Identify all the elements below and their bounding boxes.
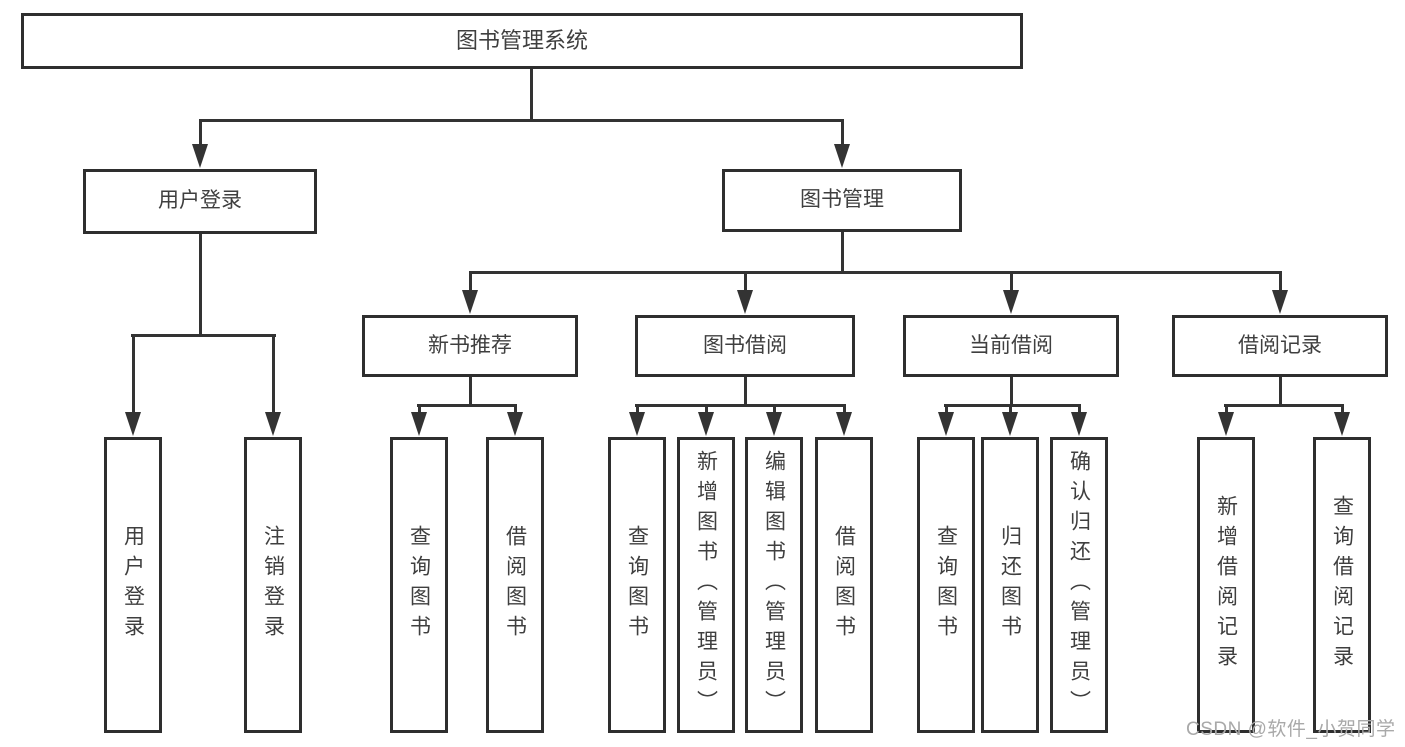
- leaf-user-login: 用户登录: [104, 437, 162, 733]
- arrowhead-down-icon: [411, 412, 427, 436]
- connector-book-borrow-arrow-shaft-2: [773, 406, 776, 416]
- leaf-query-borrow-record-label: 查询借阅记录: [1330, 495, 1354, 675]
- arrowhead-down-icon: [1002, 412, 1018, 436]
- leaf-query-books-current: 查询图书: [917, 437, 975, 733]
- arrowhead-down-icon: [766, 412, 782, 436]
- arrowhead-down-icon: [938, 412, 954, 436]
- arrowhead-down-icon: [1218, 412, 1234, 436]
- node-book-borrow-label: 图书借阅: [703, 333, 787, 357]
- leaf-query-borrow-record: 查询借阅记录: [1313, 437, 1371, 733]
- leaf-add-borrow-record: 新增借阅记录: [1197, 437, 1255, 733]
- connector-root-arrow-shaft-0: [199, 122, 202, 148]
- arrowhead-down-icon: [1071, 412, 1087, 436]
- leaf-edit-books-admin-label: 编辑图书（管理员）: [762, 450, 786, 720]
- leaf-borrow-books: 借阅图书: [815, 437, 873, 733]
- connector-root-drop: [530, 69, 533, 121]
- connector-current-borrow-arrow-shaft-1: [1009, 406, 1012, 416]
- connector-book-management-arrow-shaft-2: [1010, 274, 1013, 294]
- arrowhead-down-icon: [265, 412, 281, 436]
- connector-user-login-arrow-shaft-1: [272, 337, 275, 416]
- connector-book-borrow-bar: [635, 404, 846, 407]
- leaf-query-books-recommend-label: 查询图书: [407, 525, 431, 645]
- connector-book-management-bar: [469, 271, 1282, 274]
- connector-book-borrow-drop: [744, 377, 747, 406]
- node-borrow-records: 借阅记录: [1172, 315, 1388, 377]
- connector-borrow-records-drop: [1279, 377, 1282, 406]
- csdn-watermark: CSDN @软件_小贺同学: [1186, 719, 1396, 740]
- leaf-return-books: 归还图书: [981, 437, 1039, 733]
- node-book-borrow: 图书借阅: [635, 315, 855, 377]
- connector-book-management-arrow-shaft-3: [1279, 274, 1282, 294]
- leaf-query-books-borrow: 查询图书: [608, 437, 666, 733]
- node-current-borrow: 当前借阅: [903, 315, 1119, 377]
- connector-current-borrow-arrow-shaft-0: [945, 406, 948, 416]
- node-borrow-records-label: 借阅记录: [1238, 333, 1322, 357]
- node-current-borrow-label: 当前借阅: [969, 333, 1053, 357]
- connector-new-book-recommend-drop: [469, 377, 472, 406]
- connector-current-borrow-arrow-shaft-2: [1078, 406, 1081, 416]
- connector-book-borrow-arrow-shaft-1: [705, 406, 708, 416]
- leaf-query-books-recommend: 查询图书: [390, 437, 448, 733]
- node-library-system-root: 图书管理系统: [21, 13, 1023, 69]
- arrowhead-down-icon: [462, 290, 478, 314]
- arrowhead-down-icon: [698, 412, 714, 436]
- node-library-system-root-label: 图书管理系统: [455, 28, 588, 54]
- connector-user-login-drop: [199, 234, 202, 336]
- connector-current-borrow-bar: [944, 404, 1081, 407]
- node-new-book-recommend: 新书推荐: [362, 315, 578, 377]
- connector-book-borrow-arrow-shaft-0: [636, 406, 639, 416]
- connector-book-management-drop: [841, 232, 844, 274]
- node-user-login: 用户登录: [83, 169, 317, 234]
- leaf-edit-books-admin: 编辑图书（管理员）: [745, 437, 803, 733]
- leaf-add-books-admin: 新增图书（管理员）: [677, 437, 735, 733]
- connector-user-login-arrow-shaft-0: [132, 337, 135, 416]
- leaf-add-books-admin-label: 新增图书（管理员）: [694, 450, 718, 720]
- leaf-borrow-books-recommend-label: 借阅图书: [503, 525, 527, 645]
- arrowhead-down-icon: [836, 412, 852, 436]
- connector-borrow-records-arrow-shaft-0: [1225, 406, 1228, 416]
- connector-current-borrow-drop: [1010, 377, 1013, 406]
- node-user-login-label: 用户登录: [158, 189, 242, 213]
- leaf-user-login-label: 用户登录: [121, 525, 145, 645]
- leaf-logout: 注销登录: [244, 437, 302, 733]
- leaf-add-borrow-record-label: 新增借阅记录: [1214, 495, 1238, 675]
- connector-root-bar: [199, 119, 844, 122]
- leaf-query-books-current-label: 查询图书: [934, 525, 958, 645]
- leaf-confirm-return-admin: 确认归还（管理员）: [1050, 437, 1108, 733]
- connector-book-management-arrow-shaft-1: [744, 274, 747, 294]
- leaf-query-books-borrow-label: 查询图书: [625, 525, 649, 645]
- connector-new-book-recommend-arrow-shaft-0: [418, 406, 421, 416]
- connector-borrow-records-bar: [1224, 404, 1344, 407]
- leaf-return-books-label: 归还图书: [998, 525, 1022, 645]
- node-new-book-recommend-label: 新书推荐: [428, 333, 512, 357]
- arrowhead-down-icon: [834, 144, 850, 168]
- connector-borrow-records-arrow-shaft-1: [1341, 406, 1344, 416]
- arrowhead-down-icon: [125, 412, 141, 436]
- arrowhead-down-icon: [1003, 290, 1019, 314]
- leaf-confirm-return-admin-label: 确认归还（管理员）: [1067, 450, 1091, 720]
- connector-root-arrow-shaft-1: [841, 122, 844, 148]
- arrowhead-down-icon: [1272, 290, 1288, 314]
- leaf-logout-label: 注销登录: [261, 525, 285, 645]
- connector-new-book-recommend-arrow-shaft-1: [514, 406, 517, 416]
- arrowhead-down-icon: [1334, 412, 1350, 436]
- connector-user-login-bar: [131, 334, 276, 337]
- arrowhead-down-icon: [192, 144, 208, 168]
- arrowhead-down-icon: [507, 412, 523, 436]
- connector-book-management-arrow-shaft-0: [469, 274, 472, 294]
- node-book-management: 图书管理: [722, 169, 962, 232]
- arrowhead-down-icon: [737, 290, 753, 314]
- connector-new-book-recommend-bar: [417, 404, 517, 407]
- leaf-borrow-books-recommend: 借阅图书: [486, 437, 544, 733]
- arrowhead-down-icon: [629, 412, 645, 436]
- node-book-management-label: 图书管理: [800, 188, 884, 212]
- connector-book-borrow-arrow-shaft-3: [843, 406, 846, 416]
- leaf-borrow-books-label: 借阅图书: [832, 525, 856, 645]
